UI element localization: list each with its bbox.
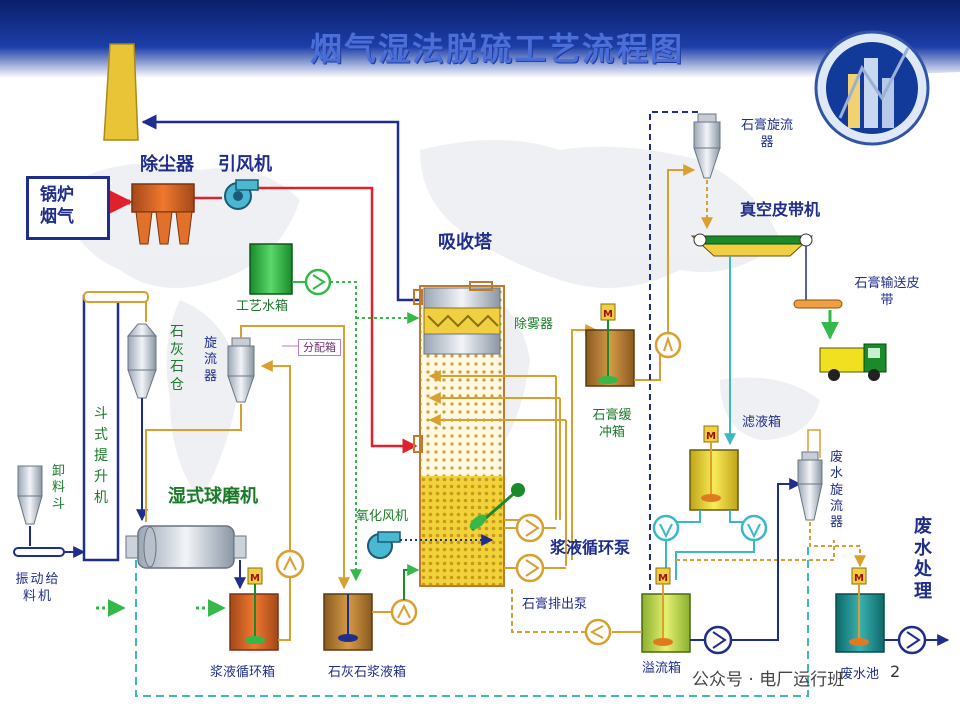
vibrating-feeder-label: 振动给料机 [15,572,61,604]
mill-slurry-tank-label: 浆液循环箱 [210,665,276,680]
water-return-loop [135,546,809,697]
clean-gas-line [141,114,420,302]
overflow-tank-label: 溢流箱 [642,661,682,676]
boiler-gas-label: 锅炉 烟气 [40,185,74,228]
wastewater-pool-label: 废水池 [840,667,880,682]
wastewater-treatment-label: 废水处理 [914,516,932,602]
motor-label-3: M [658,573,668,584]
process-water-tank [249,243,293,295]
gypsum-cyclone-pump [654,331,682,359]
oxidation-fan-icon [367,531,401,559]
lime-silo-label: 石灰石仓 [170,324,184,393]
discharge-hopper [17,465,43,525]
page-number: 2 [890,662,901,681]
gypsum-cyclone-label: 石膏旋流器 [740,118,793,150]
filtrate-tank [689,425,739,511]
filtrate-tank-label: 滤液箱 [742,415,782,430]
mill-slurry-tank [229,567,279,651]
motor-label-5: M [250,573,260,584]
gypsum-discharge-pump [584,618,612,646]
spray-headers [428,370,567,566]
truck-icon [819,343,887,381]
process-water-tank-label: 工艺水箱 [236,299,289,314]
slurry-circ-pumps [504,513,566,583]
vacuum-belt-label: 真空皮带机 [740,200,821,219]
page-title: 烟气湿法脱硫工艺流程图 [310,30,685,68]
distribution-box-label: 分配箱 [298,339,341,356]
oxidation-fan-label: 氧化风机 [356,509,409,524]
motor-label-1: M [603,309,613,320]
id-fan-icon [224,179,259,210]
limestone-slurry-tank [323,593,373,651]
hydrocyclone [227,337,255,403]
gypsum-conveyor-label: 石膏输送皮带 [854,276,920,308]
motor-label-2: M [706,431,716,442]
demister-label: 除雾器 [514,317,554,332]
chimney [103,43,139,141]
cyclone-overflow-line [649,111,698,600]
wastewater-cyclone-label: 废水旋流器 [830,450,844,530]
wastewater-pool [835,567,885,653]
dust-remover [131,183,195,245]
id-fan-label: 引风机 [218,154,272,175]
bucket-elevator [82,291,149,562]
overflow-pump [703,625,733,655]
slurry-circ-pump-label: 浆液循环泵 [550,538,631,557]
title-banner [0,0,960,86]
overflow-tank [641,567,691,653]
gypsum-discharge-pump-label: 石膏排出泵 [522,597,588,612]
absorber-label: 吸收塔 [438,232,492,253]
wet-ball-mill [125,525,247,569]
filtrate-pumps [652,510,768,542]
vibrating-feeder [13,547,65,557]
gypsum-buffer-tank-label: 石膏缓冲箱 [592,408,632,440]
gypsum-conveyor [793,299,843,309]
wastewater-pump [897,625,927,655]
discharge-hopper-label: 卸料斗 [52,464,66,512]
wastewater-cyclone [797,451,823,521]
watermark-text: 公众号 · 电厂运行班 [692,670,845,690]
bucket-elevator-label: 斗式提升机 [94,406,108,506]
wet-ball-mill-label: 湿式球磨机 [168,486,258,507]
dust-remover-label: 除尘器 [140,154,194,175]
boiler-gas-box [26,176,110,240]
process-water-pump [304,268,332,296]
gypsum-cyclone [693,113,721,179]
lime-silo [126,323,158,399]
vacuum-belt-filter [690,233,814,257]
limestone-slurry-pump [390,598,418,626]
limestone-slurry-tank-label: 石灰石浆液箱 [328,665,407,680]
chart-logo-icon [814,30,930,146]
absorber-agitator [469,483,525,532]
hydrocyclone-label: 旋流器 [204,336,218,384]
mill-circ-pump [275,549,305,579]
flue-gas-line-2 [258,186,418,454]
gypsum-buffer-tank [585,303,635,387]
motor-label-4: M [854,573,864,584]
